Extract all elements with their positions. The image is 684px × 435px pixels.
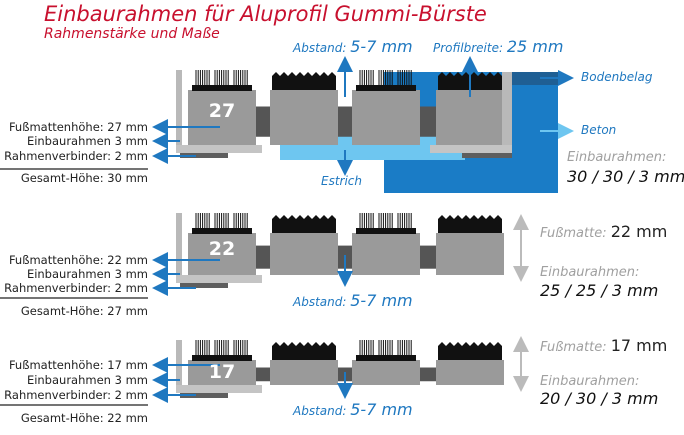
label-gesamt-hoehe-3: Gesamt-Höhe: 22 mm: [21, 411, 148, 425]
rubber-insert-icon: [438, 215, 502, 233]
fussmatte-label-3: Fußmatte: 17 mm: [540, 336, 667, 355]
rahmenverbinder-2: [180, 283, 228, 288]
einbaurahmen-left-2: [176, 213, 182, 283]
einbaurahmen-label-2: Einbaurahmen:: [540, 265, 639, 280]
profile-connector-1: [420, 106, 436, 137]
label-rahmenverbinder-2: Rahmenverbinder: 2 mm: [4, 281, 148, 295]
diagram-subtitle: Rahmenstärke und Maße: [44, 26, 220, 42]
rahmenverbinder-1: [180, 153, 228, 158]
einbaurahmen-value-1: 30 / 30 / 3 mm: [567, 167, 684, 186]
einbaurahmen-bottom-3: [176, 385, 262, 393]
profile-connector-3: [420, 367, 436, 382]
abstand-label-1: Abstand: 5-7 mm: [292, 37, 413, 56]
profile-connector-2: [256, 245, 270, 269]
einbaurahmen-bottom-1: [176, 145, 262, 153]
brush-bristles-icon: [359, 340, 412, 355]
profile-connector-1: [338, 106, 352, 137]
profile-body-3: [270, 360, 338, 385]
profile-body-1: [188, 90, 256, 145]
profile-connector-2: [420, 245, 436, 269]
einbaurahmen-bottom-2: [176, 275, 262, 283]
einbaurahmen-value-2: 25 / 25 / 3 mm: [540, 281, 658, 300]
profile-body-1: [352, 90, 420, 145]
einbaurahmen-label-3: Einbaurahmen:: [540, 374, 639, 389]
brush-base-1: [356, 85, 416, 91]
rubber-insert-icon: [438, 342, 502, 360]
label-einbaurahmen-2: Einbaurahmen 3 mm: [27, 267, 148, 281]
label-fussmattenhoehe-3: Fußmattenhöhe: 17 mm: [9, 358, 148, 372]
bodenbelag-label: Bodenbelag: [581, 70, 653, 84]
profile-body-1: [436, 90, 504, 145]
label-einbaurahmen-3: Einbaurahmen 3 mm: [27, 373, 148, 387]
einbaurahmen-value-3: 20 / 30 / 3 mm: [540, 389, 658, 408]
profile-body-3: [352, 360, 420, 385]
brush-bristles-icon: [195, 213, 248, 228]
profile-body-2: [188, 233, 256, 275]
label-einbaurahmen-1: Einbaurahmen 3 mm: [27, 134, 148, 148]
label-fussmattenhoehe-2: Fußmattenhöhe: 22 mm: [9, 253, 148, 267]
label-fussmattenhoehe-1: Fußmattenhöhe: 27 mm: [9, 120, 148, 134]
fussmatte-label-2: Fußmatte: 22 mm: [540, 222, 667, 241]
abstand-label-2: Abstand: 5-7 mm: [292, 291, 413, 310]
rubber-insert-icon: [272, 72, 336, 90]
rahmenverbinder-right-1: [462, 153, 512, 158]
brush-base-1: [192, 85, 252, 91]
brush-bristles-icon: [359, 70, 412, 85]
einbaurahmen-bottom-right-1: [430, 145, 512, 153]
rubber-insert-icon: [272, 342, 336, 360]
brush-base-2: [192, 228, 252, 234]
brush-base-3: [356, 355, 416, 361]
brush-base-2: [356, 228, 416, 234]
beton-label: Beton: [581, 123, 616, 137]
profile-body-2: [436, 233, 504, 275]
einbaurahmen-left-1: [176, 70, 182, 153]
brush-bristles-icon: [195, 340, 248, 355]
height-number-3: 17: [209, 361, 235, 383]
profile-connector-3: [256, 367, 270, 382]
label-rahmenverbinder-1: Rahmenverbinder: 2 mm: [4, 149, 148, 163]
profilbreite-label: Profilbreite: 25 mm: [433, 37, 563, 56]
label-rahmenverbinder-3: Rahmenverbinder: 2 mm: [4, 388, 148, 402]
profile-body-1: [270, 90, 338, 145]
rahmenverbinder-3: [180, 393, 228, 398]
label-gesamt-hoehe-2: Gesamt-Höhe: 27 mm: [21, 304, 148, 318]
height-number-2: 22: [209, 238, 235, 260]
bodenbelag-area: [512, 72, 558, 85]
brush-bristles-icon: [359, 213, 412, 228]
brush-bristles-icon: [195, 70, 248, 85]
einbaurahmen-right-1: [502, 72, 512, 153]
estrich-label: Estrich: [321, 174, 362, 188]
einbaurahmen-label-1: Einbaurahmen:: [567, 150, 666, 165]
height-number-1: 27: [209, 100, 235, 122]
rubber-insert-icon: [272, 215, 336, 233]
diagram-title: Einbaurahmen für Aluprofil Gummi-Bürste: [44, 2, 487, 26]
profile-connector-1: [256, 106, 270, 137]
label-gesamt-hoehe-1: Gesamt-Höhe: 30 mm: [21, 171, 148, 185]
profile-body-2: [352, 233, 420, 275]
einbaurahmen-left-3: [176, 340, 182, 393]
profile-body-3: [436, 360, 504, 385]
profile-body-2: [270, 233, 338, 275]
brush-base-3: [192, 355, 252, 361]
abstand-label-3: Abstand: 5-7 mm: [292, 400, 413, 419]
